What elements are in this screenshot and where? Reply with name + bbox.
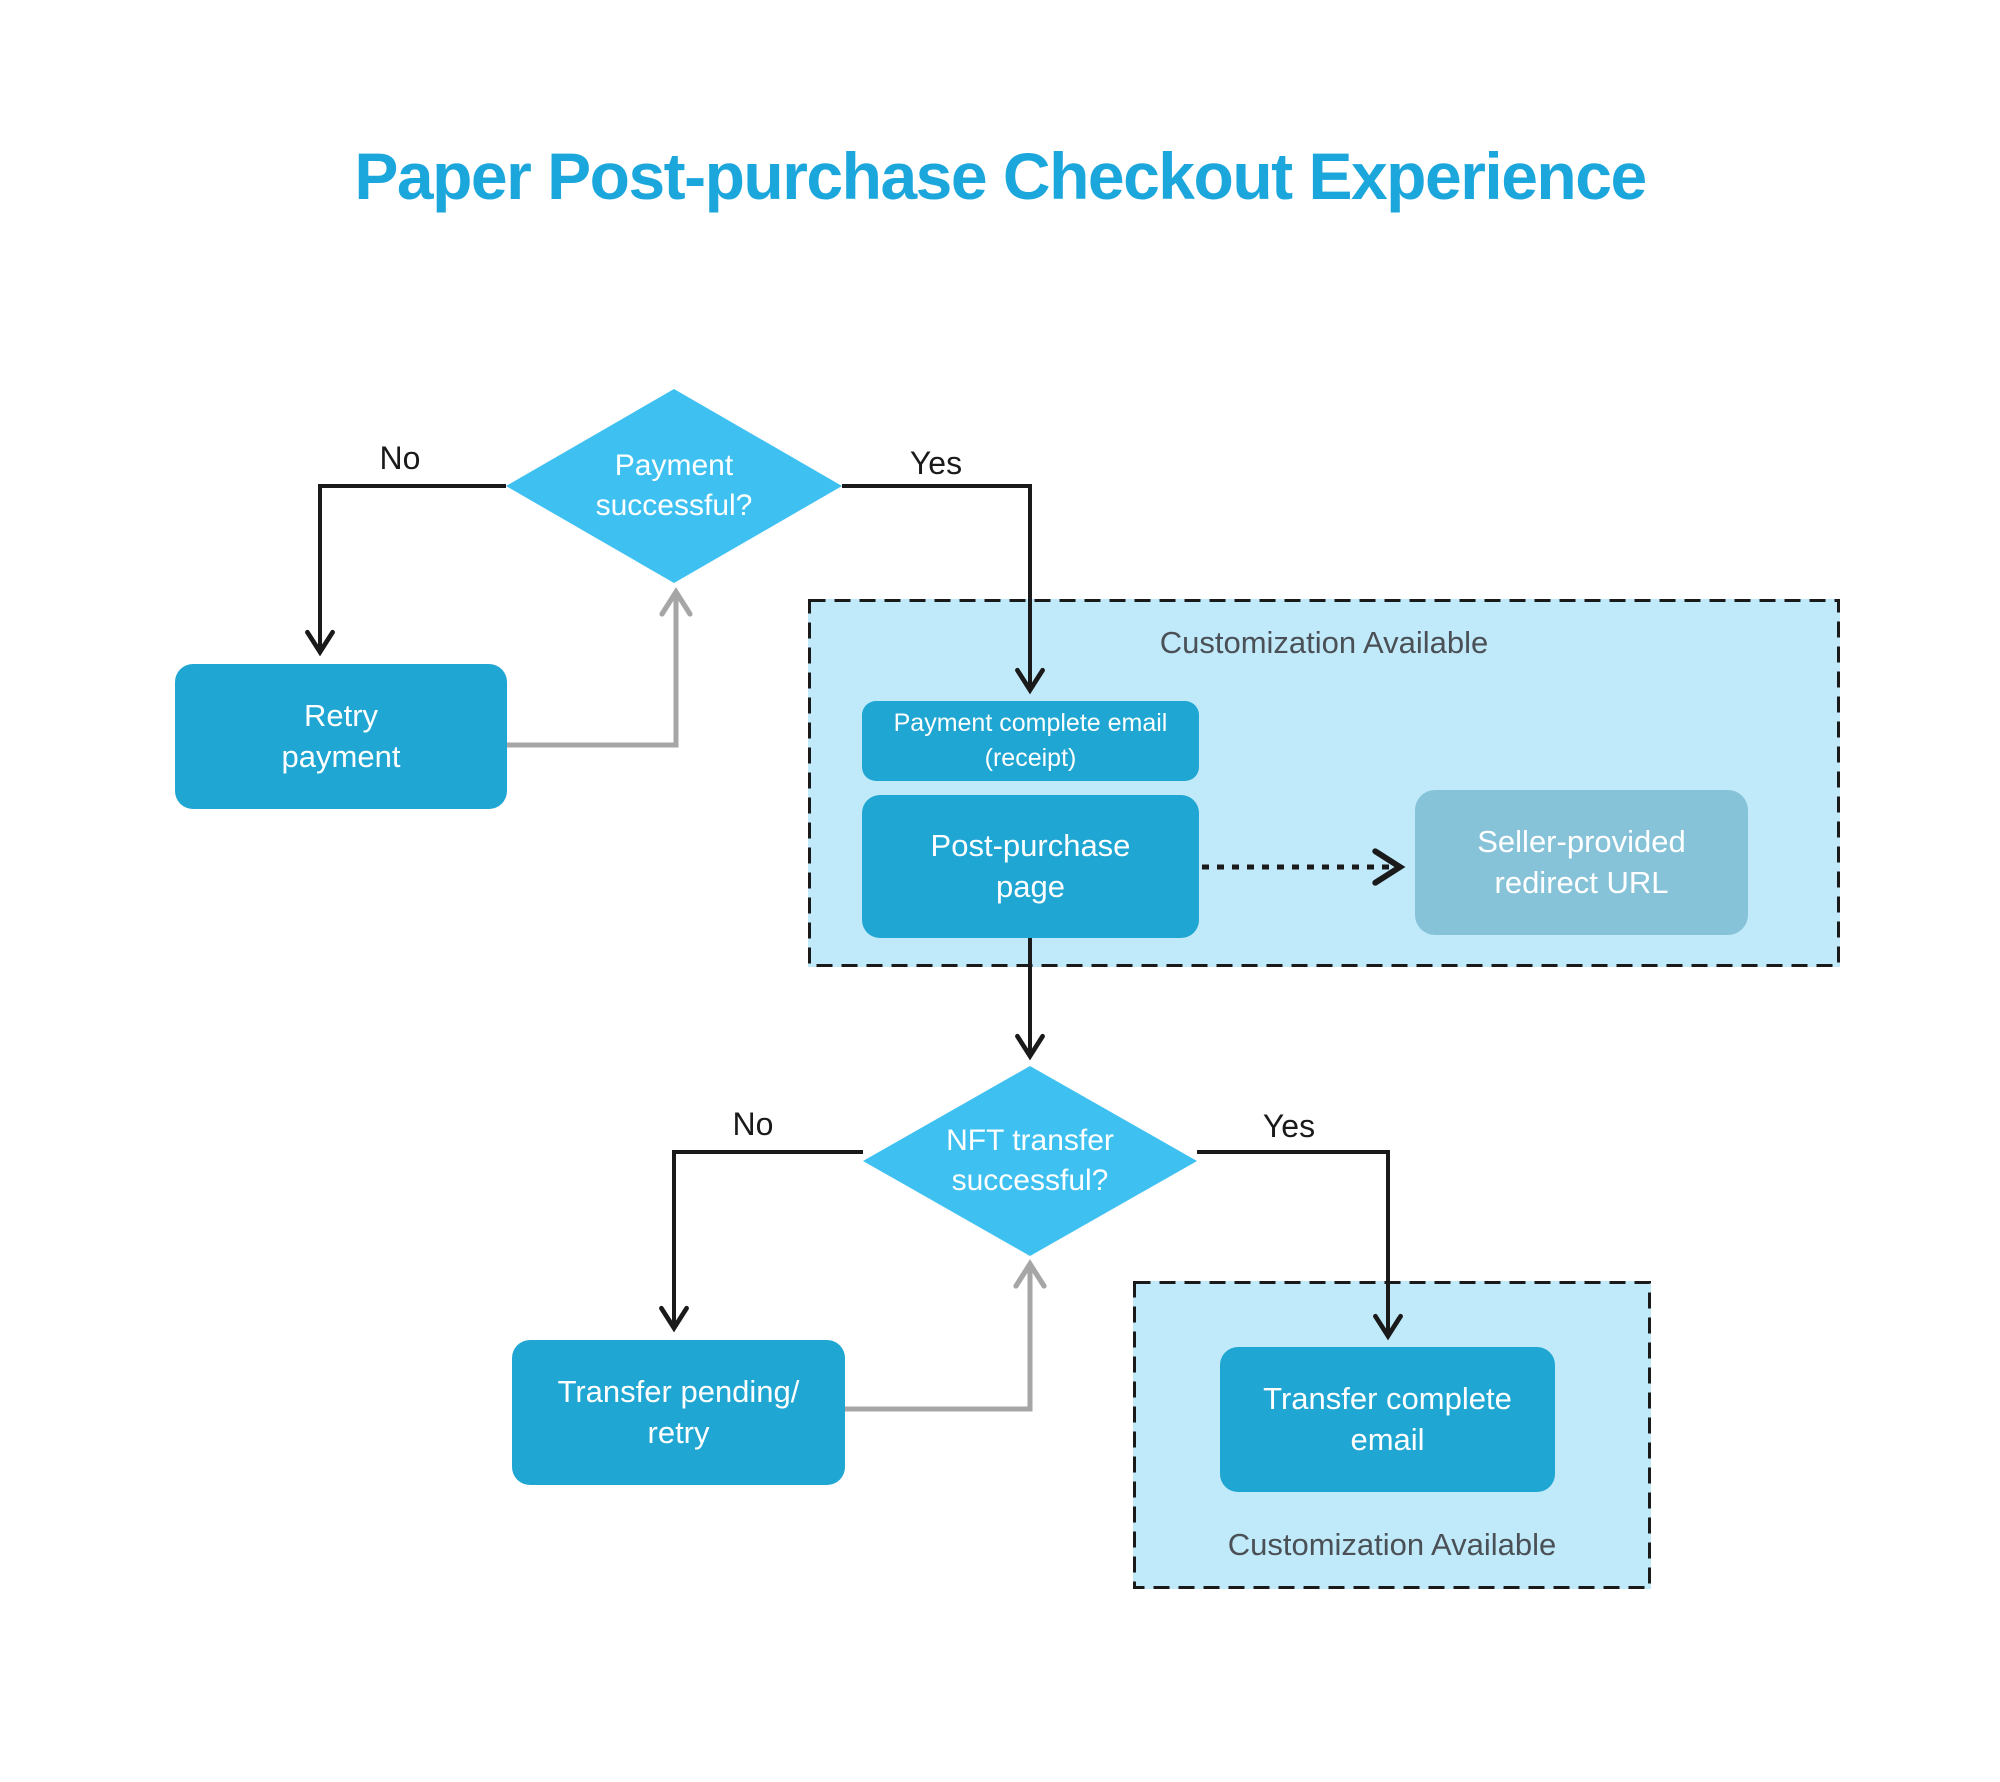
edge-payment-no [305, 484, 506, 657]
post-purchase-line-1: Post-purchase [930, 827, 1131, 863]
retry-payment-node: Retry payment [175, 664, 507, 809]
transfer-complete-line-2: email [1350, 1421, 1425, 1457]
edge-label-nft-no: No [732, 1106, 774, 1142]
customization-container-1-label: Customization Available [1159, 625, 1489, 660]
transfer-complete-line-1: Transfer complete [1263, 1380, 1512, 1416]
page-title: Paper Post-purchase Checkout Experience [354, 139, 1647, 213]
container-2-dashed-border [1133, 1281, 1651, 1589]
payment-decision-diamond: Payment successful? [506, 389, 842, 583]
nft-decision-line-2: successful? [951, 1164, 1109, 1197]
transfer-pending-node: Transfer pending/ retry [512, 1340, 845, 1485]
customization-container-2-label: Customization Available [1227, 1527, 1557, 1562]
edge-label-payment-no: No [379, 440, 421, 476]
transfer-pending-line-2: retry [647, 1414, 710, 1450]
transfer-complete-node: Transfer complete email [1220, 1347, 1555, 1492]
retry-payment-line-1: Retry [303, 697, 379, 733]
nft-decision-line-1: NFT transfer [946, 1123, 1114, 1157]
edge-transfer-feedback [845, 1259, 1047, 1412]
nft-decision-diamond: NFT transfer successful? [863, 1066, 1197, 1256]
transfer-pending-line-1: Transfer pending/ [557, 1373, 800, 1409]
container-1-dashed-border [808, 599, 1840, 967]
payment-decision-line-2: successful? [595, 489, 753, 522]
payment-email-line-2: (receipt) [984, 744, 1077, 772]
edge-label-payment-yes: Yes [909, 445, 963, 481]
seller-redirect-line-2: redirect URL [1494, 864, 1669, 900]
edge-nft-no [659, 1150, 863, 1333]
post-purchase-line-2: page [996, 868, 1065, 904]
retry-payment-line-2: payment [281, 738, 401, 774]
post-purchase-node: Post-purchase page [862, 795, 1199, 938]
payment-email-node: Payment complete email (receipt) [862, 701, 1199, 781]
payment-email-line-1: Payment complete email [893, 709, 1168, 737]
edge-retry-feedback [507, 587, 693, 748]
seller-redirect-line-1: Seller-provided [1477, 823, 1686, 859]
payment-decision-line-1: Payment [614, 448, 734, 482]
seller-redirect-node: Seller-provided redirect URL [1415, 790, 1748, 935]
edge-label-nft-yes: Yes [1262, 1108, 1316, 1144]
